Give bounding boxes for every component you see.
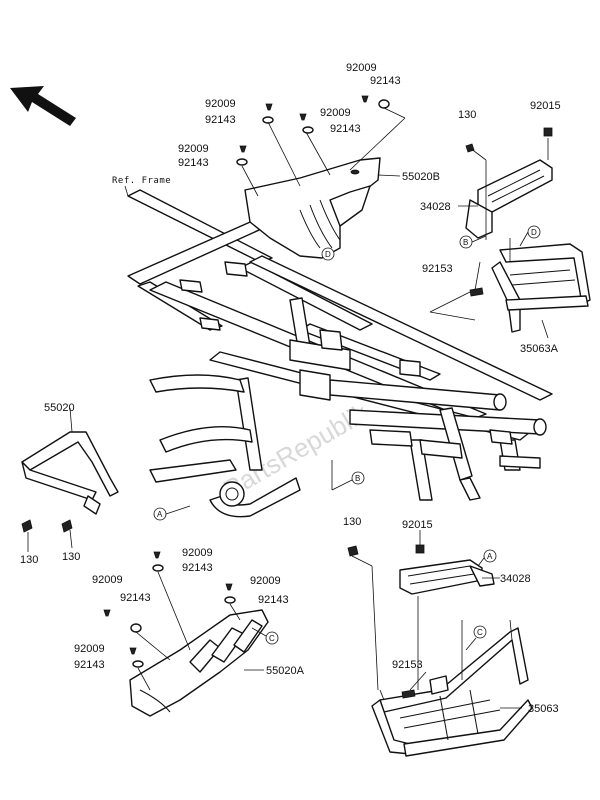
- washer-92143-top-c: [302, 126, 314, 134]
- label-35063A: 35063A: [520, 343, 559, 355]
- label-92009-top-c: 92009: [320, 107, 351, 119]
- nut-92015-bottom: [415, 544, 425, 554]
- bolt-130-left-a: [21, 519, 33, 533]
- fastener-92009-top-b: [361, 95, 369, 103]
- nut-92015-right: [543, 127, 553, 137]
- fastener-92009-bl-b: [103, 609, 111, 617]
- label-55020B: 55020B: [402, 171, 440, 183]
- label-92009-bl-c: 92009: [250, 575, 281, 587]
- washer-92143-bl-d: [132, 660, 144, 668]
- label-92143-top-c: 92143: [330, 123, 361, 135]
- fastener-92009-top-c: [299, 113, 307, 121]
- washer-92143-bl-c: [224, 596, 236, 604]
- footrest-34028-right: [465, 159, 553, 239]
- label-92009-bl-a: 92009: [182, 547, 213, 559]
- label-92015-right: 92015: [530, 100, 561, 112]
- svg-text:B: B: [463, 238, 468, 247]
- callout-c-1: C: [265, 631, 279, 645]
- label-92009-top-a: 92009: [205, 98, 236, 110]
- bolt-92153-bottom: [401, 689, 416, 699]
- callout-b-1: B: [459, 235, 473, 249]
- label-92009-bl-b: 92009: [92, 574, 123, 586]
- svg-text:B: B: [355, 474, 360, 483]
- label-130-right: 130: [458, 109, 476, 121]
- fastener-92009-bl-c: [225, 583, 233, 591]
- washer-92143-bl-a: [152, 564, 164, 572]
- label-92143-bl-b: 92143: [120, 592, 151, 604]
- callout-b-2: B: [351, 471, 365, 485]
- label-92143-top-d: 92143: [178, 157, 209, 169]
- label-92143-bl-c: 92143: [258, 594, 289, 606]
- fastener-92009-bl-a: [153, 551, 161, 559]
- label-55020: 55020: [44, 402, 75, 414]
- label-55020A: 55020A: [266, 665, 305, 677]
- washer-92143-bl-b: [130, 623, 142, 633]
- fastener-92009-top-a: [265, 103, 273, 111]
- label-92143-top-b: 92143: [370, 75, 401, 87]
- ref-frame-label: Ref. Frame: [112, 176, 171, 186]
- label-35063: 35063: [528, 703, 559, 715]
- svg-text:D: D: [325, 250, 331, 259]
- cover-55020A: [129, 609, 269, 717]
- guard-35063A: [491, 243, 591, 333]
- label-92009-top-b: 92009: [346, 62, 377, 74]
- label-92009-bl-d: 92009: [74, 643, 105, 655]
- cover-55020B: [244, 157, 381, 259]
- bolt-130-left-b: [61, 519, 73, 533]
- label-34028-right: 34028: [420, 201, 451, 213]
- label-92015-bottom: 92015: [402, 519, 433, 531]
- guard-35063: [371, 627, 533, 757]
- label-92153-right: 92153: [422, 263, 453, 275]
- label-92143-bl-d: 92143: [74, 659, 105, 671]
- callout-a-2: A: [483, 549, 497, 563]
- svg-text:C: C: [269, 634, 275, 643]
- label-92143-top-a: 92143: [205, 114, 236, 126]
- label-130-bottom: 130: [343, 516, 361, 528]
- washer-92143-top-b: [378, 99, 390, 109]
- label-130-left-a: 130: [20, 554, 38, 566]
- svg-text:C: C: [477, 628, 483, 637]
- label-92009-top-d: 92009: [178, 143, 209, 155]
- label-130-left-b: 130: [62, 551, 80, 563]
- svg-text:A: A: [157, 510, 163, 519]
- bolt-92153-right: [469, 287, 484, 297]
- callout-a-1: A: [153, 507, 167, 521]
- label-92143-bl-a: 92143: [182, 562, 213, 574]
- bracket-55020: [21, 431, 119, 515]
- callout-d-2: D: [527, 225, 541, 239]
- bolt-130-bottom: [347, 545, 359, 557]
- svg-text:A: A: [487, 552, 493, 561]
- label-34028-bottom: 34028: [500, 573, 531, 585]
- callout-c-2: C: [473, 625, 487, 639]
- fastener-92009-bl-d: [129, 647, 137, 655]
- footrest-34028-bottom: [399, 559, 495, 595]
- arrow-front-icon: [10, 86, 76, 126]
- fastener-92009-top-d: [239, 145, 247, 153]
- label-92153-bottom: 92153: [392, 659, 423, 671]
- washer-92143-top-d: [236, 158, 248, 166]
- frame-assembly: [127, 189, 553, 518]
- washer-92143-top-a: [262, 116, 274, 124]
- svg-text:D: D: [531, 228, 537, 237]
- callout-d-1: D: [321, 247, 335, 261]
